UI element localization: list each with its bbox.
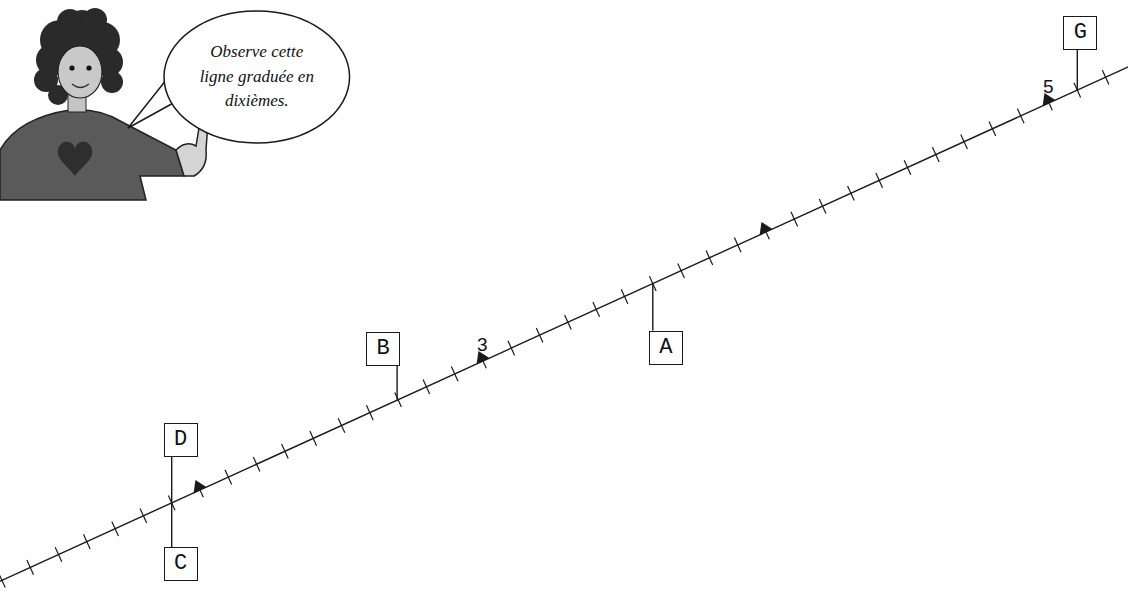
tick-mark [621,289,628,304]
tick-mark [508,341,515,356]
tick-mark [593,302,600,317]
letter-box: B [366,332,400,366]
tick-mark [27,560,34,575]
point-letter: A [659,337,672,359]
sweater [0,110,184,200]
letter-box: D [164,423,198,457]
tick-mark [395,392,402,407]
tick-mark [282,444,289,459]
tick-mark [876,173,883,188]
letter-box: G [1063,16,1097,50]
unit-markers [194,93,1056,493]
mouth [72,84,89,88]
tick-mark [225,470,232,485]
unit-marker [194,480,207,493]
tick-mark [1102,70,1109,85]
point-letter: G [1074,22,1087,44]
hair-curl [83,8,107,32]
tick-mark [961,134,968,149]
letter-box: C [164,547,198,581]
heart [58,142,92,176]
tick-marks [0,70,1109,588]
leader-line [1077,50,1078,90]
tick-mark [536,328,543,343]
tick-mark [310,431,317,446]
tick-mark [848,186,855,201]
unit-marker [760,222,773,235]
tick-mark [989,122,996,137]
hair-curl [57,9,83,35]
leader-line [652,284,653,331]
tick-mark [0,573,5,588]
hair-curl [101,71,123,93]
tick-mark [140,509,147,524]
tick-mark [734,238,741,253]
tick-mark [565,315,572,330]
number-line [0,62,1128,587]
tick-mark [366,405,373,420]
tick-mark [932,147,939,162]
leader-line [396,366,397,400]
point-letter: B [376,338,389,360]
tick-mark [706,251,713,266]
point-letter: C [174,553,187,575]
tick-mark [338,418,345,433]
tick-mark [904,160,911,175]
tick-mark [819,199,826,214]
speech-bubble: Observe cette ligne graduée en dixièmes. [163,10,351,144]
tick-mark [791,212,798,227]
eye [69,65,74,70]
graduation-number: 5 [1043,77,1054,96]
graduation-number: 3 [477,335,488,354]
face [58,46,102,98]
tick-mark [1017,109,1024,124]
bubble-ellipse [164,11,350,143]
tick-mark [55,547,62,562]
tick-mark [253,457,260,472]
tick-mark [112,521,119,536]
hair [34,8,123,105]
leader-line [171,457,172,503]
speech-text: Observe cette ligne graduée en dixièmes. [198,40,316,114]
eye [86,65,91,70]
tick-mark [451,367,458,382]
point-letter: D [174,429,187,451]
letter-box: A [649,331,683,365]
leader-line [171,503,172,547]
tick-mark [423,380,430,395]
tick-mark [83,534,90,549]
tick-mark [678,263,685,278]
